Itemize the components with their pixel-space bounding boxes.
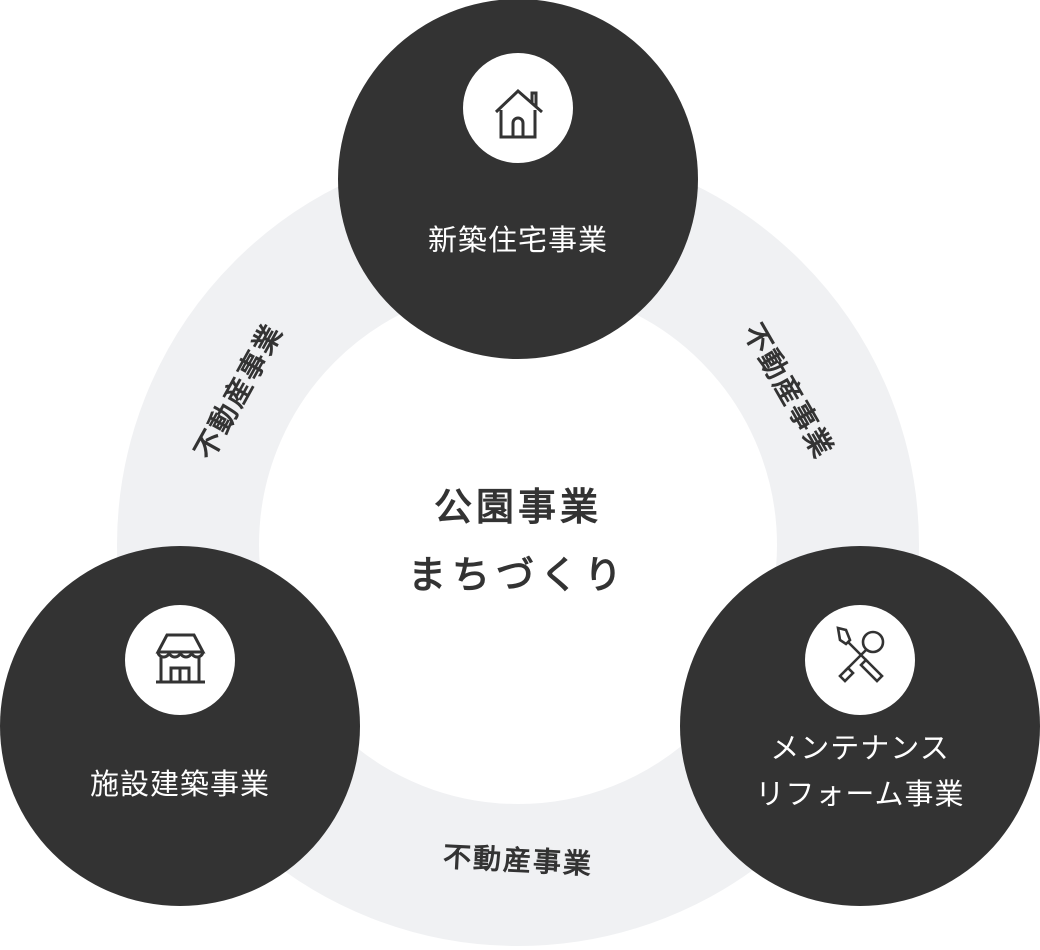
link-label-bottom: 不動産事業 — [442, 840, 594, 881]
node-maintenance-reform: メンテナンス リフォーム事業 — [680, 546, 1040, 906]
node-label-right-line2: リフォーム事業 — [755, 777, 964, 811]
node-new-housing: 新築住宅事業 — [338, 0, 698, 359]
center-title-line1: 公園事業 — [434, 485, 602, 529]
center-title-line2: まちづくり — [408, 553, 628, 597]
node-label-right-line1: メンテナンス — [770, 731, 949, 765]
house-icon — [494, 88, 543, 139]
tools-icon — [836, 626, 885, 683]
store-icon — [155, 633, 206, 684]
node-facility-construction: 施設建築事業 — [0, 546, 360, 906]
node-label-left: 施設建築事業 — [90, 767, 270, 801]
node-label-top: 新築住宅事業 — [428, 223, 608, 257]
